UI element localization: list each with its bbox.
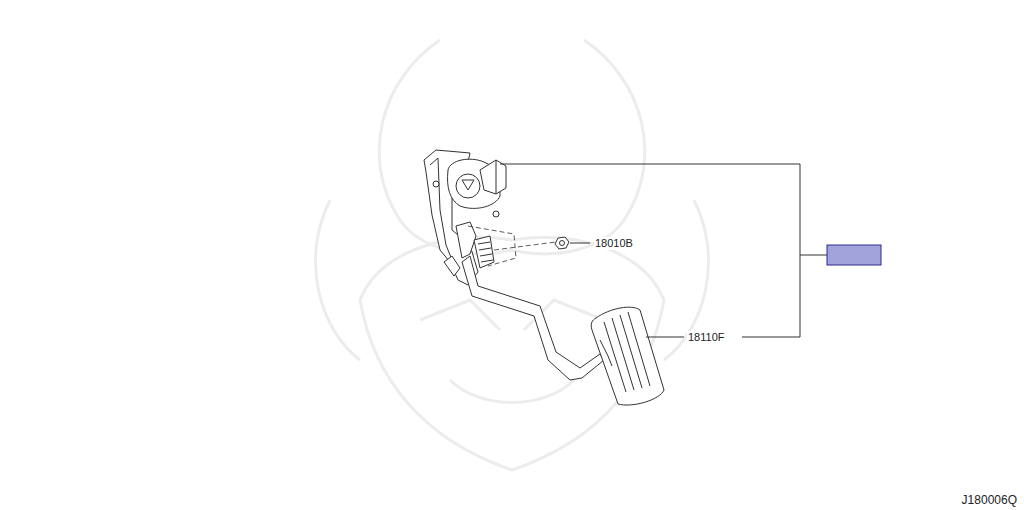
nut <box>555 237 569 249</box>
diagram-code: J180006Q <box>961 494 1018 507</box>
accelerator-pedal <box>424 150 664 405</box>
callout-number: 18110F <box>687 331 726 344</box>
watermark <box>316 40 709 470</box>
nut-hole <box>560 241 565 246</box>
callout-number: 18010B <box>594 237 634 250</box>
leader-line <box>500 164 827 337</box>
dashed-guide <box>468 226 556 266</box>
part-number-box <box>827 245 881 265</box>
